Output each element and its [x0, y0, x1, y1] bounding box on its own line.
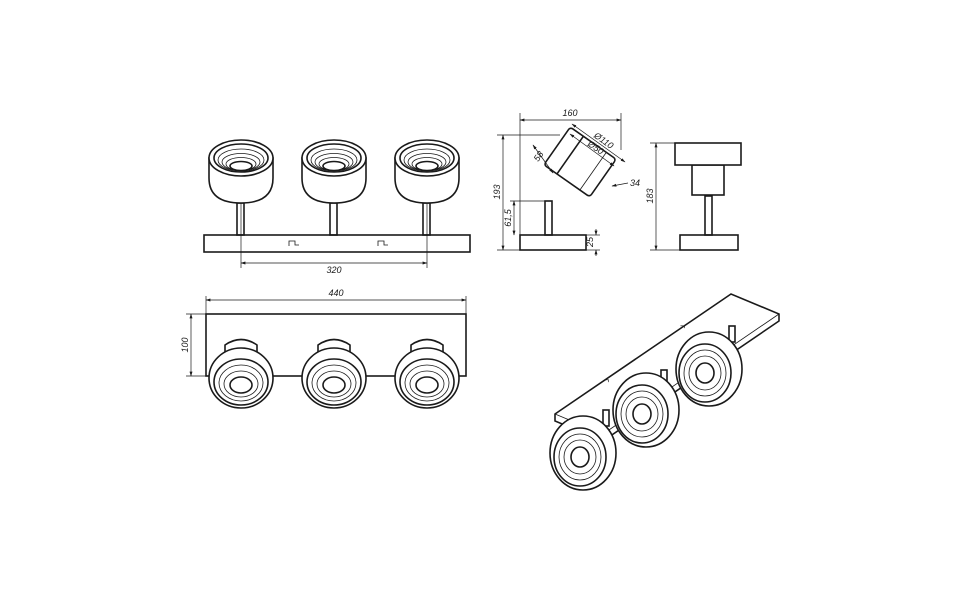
top-depth-label: 100 [180, 337, 190, 352]
top-length-label: 440 [328, 288, 343, 298]
side-base-height-dimension: 25 [585, 229, 600, 256]
side-offset-label: 34 [630, 178, 640, 188]
side-arm [544, 200, 553, 236]
back-height-dimension: 183 [645, 142, 680, 251]
front-view: 320 [203, 139, 471, 275]
front-span-label: 320 [326, 265, 341, 275]
iso-slot-mark-1: ¬ [604, 375, 609, 385]
front-spot-2 [301, 139, 367, 236]
side-width-label: 160 [562, 108, 577, 118]
top-length-dimension: 440 [205, 288, 467, 314]
front-spot-3 [394, 139, 460, 236]
back-spot-body [691, 164, 725, 196]
side-arm-height-label: 61,5 [503, 208, 513, 227]
iso-spot-2 [612, 369, 680, 448]
front-base-plate [203, 234, 471, 253]
front-mount-slot-left [288, 240, 299, 246]
top-depth-dimension: 100 [180, 313, 206, 377]
side-offset-dimension: 34 [611, 178, 640, 188]
front-mount-slot-right [377, 240, 388, 246]
side-base-height-label: 25 [585, 236, 595, 248]
side-arm-height-dimension: 61,5 [503, 200, 545, 236]
back-height-label: 183 [645, 188, 655, 203]
front-spot-1 [208, 139, 274, 236]
side-shade-depth-label: 58 [532, 149, 546, 163]
iso-base-plate [554, 293, 780, 442]
side-height-label: 193 [492, 184, 502, 199]
top-spot-3 [394, 338, 460, 409]
top-spot-2 [301, 338, 367, 409]
iso-spot-3 [675, 325, 743, 407]
back-spot-cap [674, 142, 742, 166]
back-base-plate [679, 234, 739, 251]
side-shade-depth-dimension: 58 [532, 144, 554, 174]
side-view: 160 193 61,5 25 Ø110 Ø50 58 [492, 108, 640, 256]
front-span-dimension: 320 [240, 203, 428, 275]
side-base-plate [519, 234, 587, 251]
back-view: 183 [645, 142, 742, 251]
top-spot-1 [208, 338, 274, 409]
iso-slot-mark-2: ¬ [680, 321, 685, 331]
iso-spot-1 [549, 409, 617, 491]
top-view: 440 100 [180, 288, 467, 409]
side-height-dimension: 193 [492, 134, 560, 251]
back-arm [704, 195, 713, 236]
isometric-view: ¬ ¬ [549, 293, 780, 491]
